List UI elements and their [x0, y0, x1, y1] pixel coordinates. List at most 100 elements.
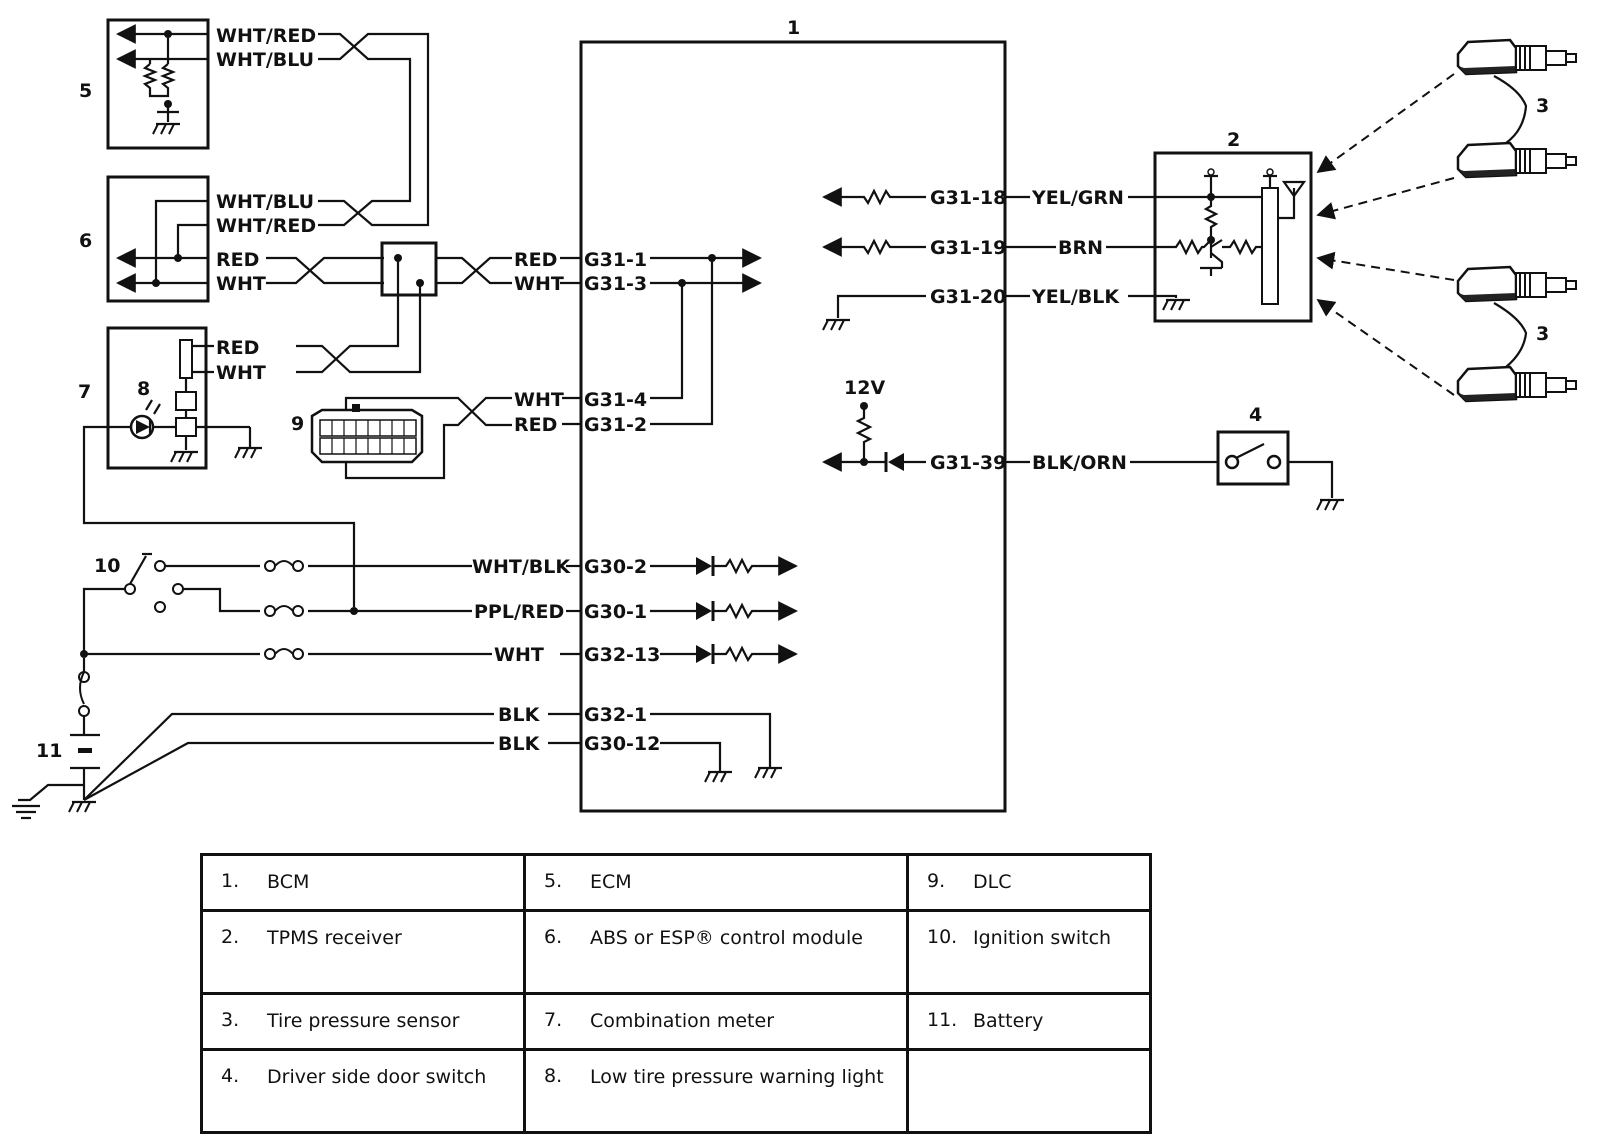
receiver-callout: 2 — [1227, 129, 1240, 151]
legend-text: Tire pressure sensor — [267, 1010, 460, 1032]
pin-label: G30-12 — [584, 733, 660, 755]
wire-label: WHT/BLK — [472, 556, 571, 578]
legend-cell — [906, 1048, 1152, 1134]
legend-row: 2. TPMS receiver 6. ABS or ESP® control mod… — [200, 909, 1152, 995]
wire-label: RED — [216, 249, 259, 271]
legend-text: Ignition switch — [973, 927, 1112, 949]
dlc-callout: 9 — [291, 413, 304, 435]
bcm-callout: 1 — [787, 17, 800, 39]
legend-number: 3. — [221, 1009, 240, 1031]
legend-number: 1. — [221, 870, 240, 892]
wire-label: BLK — [498, 733, 541, 755]
legend-text: Battery — [973, 1010, 1044, 1032]
wire-label: PPL/RED — [474, 601, 564, 623]
legend-cell: 6. ABS or ESP® control module — [523, 909, 909, 995]
legend-text: DLC — [973, 871, 1012, 893]
tpms-receiver — [1153, 151, 1313, 323]
sensor-callout: 3 — [1536, 323, 1549, 345]
pin-label: G31-39 — [930, 452, 1006, 474]
legend-number: 2. — [221, 926, 240, 948]
legend-cell: 2. TPMS receiver — [200, 909, 526, 995]
legend-text: TPMS receiver — [267, 927, 402, 949]
wire-label: RED — [514, 249, 557, 271]
tire-pressure-sensor — [1456, 365, 1578, 403]
bcm-box — [579, 40, 1007, 813]
legend-number: 9. — [927, 870, 946, 892]
legend-cell: 7. Combination meter — [523, 992, 909, 1051]
legend-number: 11. — [927, 1009, 958, 1031]
wire-label: RED — [216, 337, 259, 359]
abs-callout: 6 — [79, 230, 92, 252]
wire-label: WHT — [216, 273, 266, 295]
sensor-callout: 3 — [1536, 95, 1549, 117]
wire-label: RED — [514, 414, 557, 436]
legend-row: 4. Driver side door switch 8. Low tire pres… — [200, 1048, 1152, 1134]
wire-label: BLK/ORN — [1032, 452, 1127, 474]
legend-text: ABS or ESP® control module — [590, 927, 863, 949]
bcm-input-circuits — [650, 556, 798, 664]
legend-cell: 3. Tire pressure sensor — [200, 992, 526, 1051]
wire-label: WHT/BLU — [216, 191, 314, 213]
ignition-switch — [124, 552, 184, 613]
pin-label: G31-1 — [584, 249, 647, 271]
legend-cell: 8. Low tire pressure warning light — [523, 1048, 909, 1134]
tire-pressure-sensor — [1456, 265, 1578, 303]
ecm-module: 5 — [79, 18, 210, 150]
component-legend: 1. BCM 5.ECM 9. DLC 2. TPMS receiver 6. ABS or E… — [200, 853, 1152, 1134]
wire-label: WHT — [514, 389, 564, 411]
supply-label: 12V — [844, 377, 885, 399]
legend-cell: 10. Ignition switch — [906, 909, 1152, 995]
wire-label: WHT — [494, 644, 544, 666]
wire-label: BRN — [1058, 237, 1103, 259]
legend-number: 7. — [544, 1009, 563, 1031]
legend-number: 10. — [927, 926, 958, 948]
legend-number: 6. — [544, 926, 563, 948]
pin-label: G31-4 — [584, 389, 647, 411]
pin-label: G31-3 — [584, 273, 647, 295]
pin-label: G31-18 — [930, 187, 1006, 209]
legend-cell: 1. BCM — [200, 853, 526, 912]
legend-row: 1. BCM 5.ECM 9. DLC — [200, 853, 1152, 912]
pin-label: G31-20 — [930, 286, 1006, 308]
wire-label: YEL/GRN — [1031, 187, 1124, 209]
pin-label: G30-2 — [584, 556, 647, 578]
wiring-diagram: 1 5 WHT/RED WHT/BLU 6 WHT/BLU WHT/RED RE… — [12, 17, 1578, 820]
dlc-connector: 9 — [291, 404, 424, 464]
warning-light-icon — [129, 399, 176, 440]
ignition-callout: 10 — [94, 555, 120, 577]
pin-label: G32-1 — [584, 704, 647, 726]
junction-connector — [380, 241, 438, 297]
legend-number: 8. — [544, 1065, 563, 1087]
legend-number: 5. — [544, 870, 563, 892]
pin-label: G32-13 — [584, 644, 660, 666]
wire-label: BLK — [498, 704, 541, 726]
wire-label: YEL/BLK — [1031, 286, 1120, 308]
legend-number: 4. — [221, 1065, 240, 1087]
wire-label: WHT/BLU — [216, 49, 314, 71]
wire-label: WHT/RED — [216, 215, 316, 237]
door-switch-callout: 4 — [1249, 404, 1262, 426]
door-switch — [1216, 430, 1346, 512]
wire-label: WHT — [216, 362, 266, 384]
legend-cell: 5.ECM — [523, 853, 909, 912]
legend-cell: 11. Battery — [906, 992, 1152, 1051]
pin-label: G31-19 — [930, 237, 1006, 259]
legend-text: Driver side door switch — [267, 1066, 487, 1088]
legend-text: Low tire pressure warning light — [590, 1066, 884, 1088]
wire-label: WHT — [514, 273, 564, 295]
tire-pressure-sensor — [1456, 38, 1578, 76]
legend-text: Combination meter — [590, 1010, 775, 1032]
meter-callout: 7 — [78, 381, 91, 403]
battery-callout: 11 — [36, 740, 62, 762]
battery-icon — [12, 658, 100, 820]
warning-light-callout: 8 — [137, 378, 150, 400]
legend-cell: 4. Driver side door switch — [200, 1048, 526, 1134]
abs-module: 6 — [79, 175, 210, 303]
ecm-callout: 5 — [79, 80, 92, 102]
legend-row: 3. Tire pressure sensor 7. Combination mete… — [200, 992, 1152, 1051]
combination-meter: 7 8 — [78, 326, 264, 470]
legend-cell: 9. DLC — [906, 853, 1152, 912]
bcm-door-input — [822, 402, 926, 472]
tire-pressure-sensor — [1456, 141, 1578, 179]
legend-text: BCM — [267, 871, 310, 893]
